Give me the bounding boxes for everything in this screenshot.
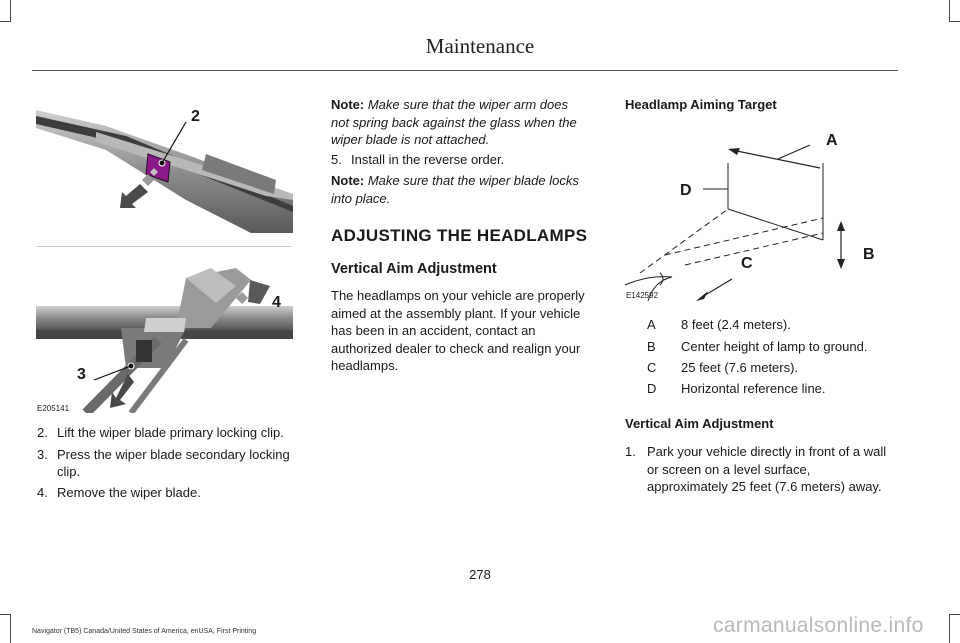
step-number: 3. <box>37 447 48 462</box>
note-wiper-arm: Note: Make sure that the wiper arm does … <box>331 96 611 149</box>
step-number: 5. <box>331 152 342 167</box>
legend-value: 8 feet (2.4 meters). <box>681 317 791 332</box>
crop-mark <box>0 614 10 615</box>
list-item: 5. Install in the reverse order. <box>331 151 601 169</box>
step-number: 2. <box>37 425 48 440</box>
crop-mark <box>10 0 11 22</box>
crop-mark <box>10 614 11 643</box>
diagram-label-d: D <box>680 182 692 199</box>
diagram-label-a: A <box>826 132 838 149</box>
edition-line: Navigator (TB5) Canada/United States of … <box>32 628 257 635</box>
legend-key: D <box>647 381 657 396</box>
page-header-title: Maintenance <box>425 34 535 58</box>
paragraph-line: aimed at the assembly plant. If your veh… <box>331 305 581 321</box>
step-text-line: Park your vehicle directly in front of a… <box>647 444 887 459</box>
section-title: ADJUSTING THE HEADLAMPS <box>331 226 588 245</box>
note-label: Note: <box>331 173 365 188</box>
note-text-line: not spring back against the glass when t… <box>331 114 577 130</box>
callout-3: 3 <box>77 366 86 383</box>
paragraph-line: headlamps. <box>331 358 399 373</box>
legend-key: C <box>647 360 657 375</box>
note-label: Note: <box>331 97 365 112</box>
page-number: 278 <box>469 567 491 582</box>
crop-mark <box>949 0 950 22</box>
list-item: 1. Park your vehicle directly in front o… <box>625 443 910 497</box>
headlamp-aiming-target-diagram <box>624 144 845 302</box>
header-rule <box>32 70 898 71</box>
crop-mark <box>950 614 960 615</box>
crop-mark <box>949 614 950 643</box>
note-text-line: wiper blade is not attached. <box>331 132 490 147</box>
crop-mark <box>0 21 10 22</box>
crop-mark <box>950 21 960 22</box>
list-item: 3. Press the wiper blade secondary locki… <box>37 446 307 482</box>
list-item: 2. Lift the wiper blade primary locking … <box>37 424 307 442</box>
list-item: 4. Remove the wiper blade. <box>37 484 307 502</box>
figure-divider <box>36 246 292 247</box>
diagram-label-c: C <box>741 255 753 272</box>
step-text-line: approximately 25 feet (7.6 meters) away. <box>647 479 882 494</box>
legend-value: 25 feet (7.6 meters). <box>681 360 799 375</box>
subsection-title: Vertical Aim Adjustment <box>331 261 497 277</box>
legend-key: B <box>647 339 656 354</box>
legend-key: A <box>647 317 656 332</box>
step-text: Remove the wiper blade. <box>57 485 201 500</box>
callout-4: 4 <box>272 294 281 311</box>
paragraph-line: authorized dealer to check and realign y… <box>331 340 581 356</box>
headlamp-paragraph: The headlamps on your vehicle are proper… <box>331 287 611 375</box>
note-text-line: into place. <box>331 190 391 206</box>
step-text: Install in the reverse order. <box>351 152 505 167</box>
figure-title: Headlamp Aiming Target <box>625 97 777 112</box>
callout-2: 2 <box>191 108 200 125</box>
paragraph-line: has been in an accident, contact an <box>331 323 536 338</box>
wiper-secondary-clip-figure <box>36 268 293 413</box>
figure-code: E142592 <box>626 291 659 300</box>
step-number: 1. <box>625 444 636 459</box>
step-number: 4. <box>37 485 48 500</box>
note-wiper-blade: Note: Make sure that the wiper blade loc… <box>331 172 611 207</box>
figure-code: E205141 <box>37 404 70 413</box>
legend-value: Horizontal reference line. <box>681 381 826 396</box>
step-text: Lift the wiper blade primary locking cli… <box>57 425 284 440</box>
paragraph-line: The headlamps on your vehicle are proper… <box>331 288 585 303</box>
diagram-label-b: B <box>863 246 875 263</box>
note-text-line: Make sure that the wiper arm does <box>367 97 568 112</box>
step-text-line: Press the wiper blade secondary locking <box>57 447 290 462</box>
note-text-line: Make sure that the wiper blade locks <box>367 173 579 188</box>
watermark: carmanualsonline.info <box>713 614 924 637</box>
legend-value: Center height of lamp to ground. <box>681 339 868 354</box>
step-text-line: clip. <box>57 464 81 479</box>
wiper-primary-clip-figure <box>36 110 293 233</box>
step-text-line: or screen on a level surface, <box>647 461 811 477</box>
subheading: Vertical Aim Adjustment <box>625 416 774 431</box>
